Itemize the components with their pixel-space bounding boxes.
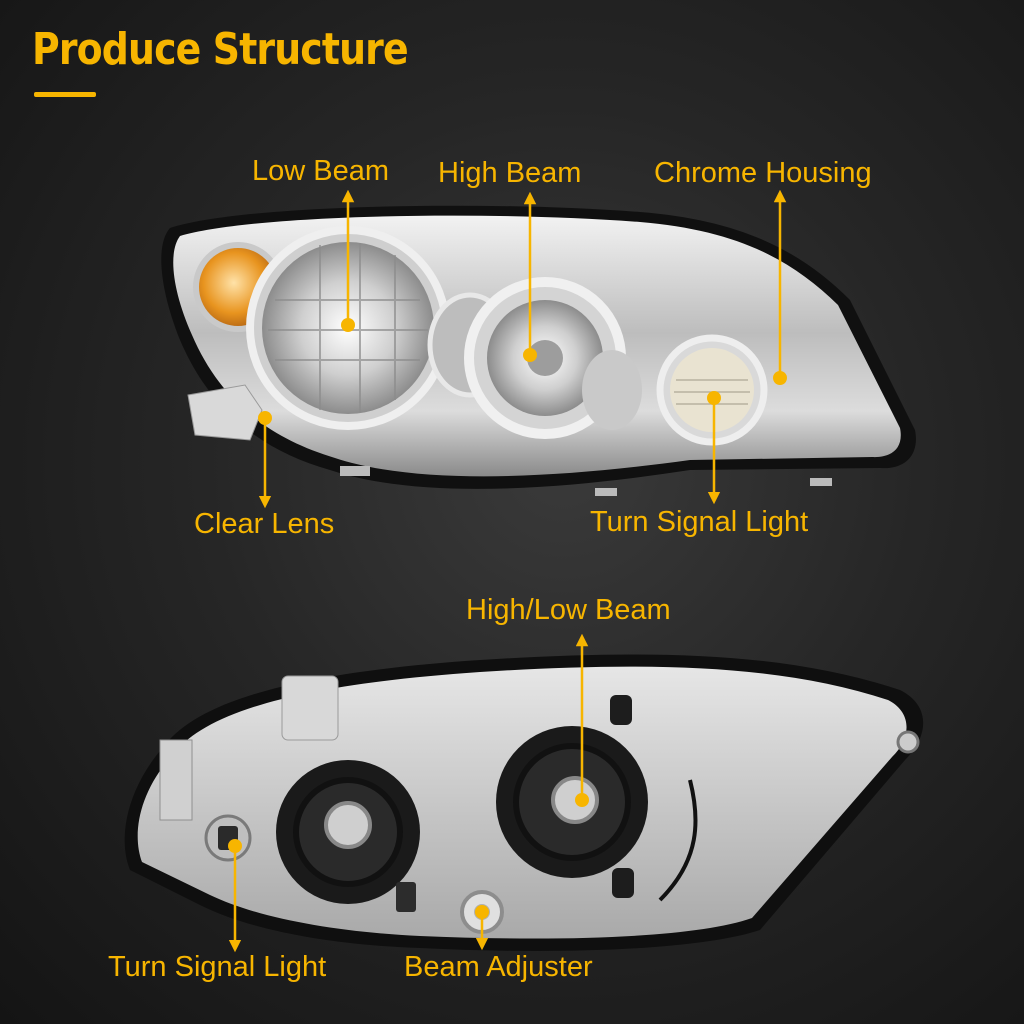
callouts	[228, 189, 787, 953]
low-beam-dot	[341, 318, 355, 332]
label-front-turn-signal: Turn Signal Light	[590, 506, 809, 538]
rear-turn-signal-dot	[228, 839, 242, 853]
label-beam-adjuster: Beam Adjuster	[404, 951, 593, 983]
label-low-beam: Low Beam	[252, 155, 390, 187]
label-rear-turn-signal: Turn Signal Light	[108, 951, 327, 983]
rear-headlight	[124, 654, 924, 951]
chrome-housing-dot	[773, 371, 787, 385]
label-high-low-beam: High/Low Beam	[466, 594, 671, 626]
page-title: Produce Structure	[32, 24, 409, 75]
label-chrome-housing: Chrome Housing	[654, 157, 872, 189]
front-turn-signal-dot	[707, 391, 721, 405]
front-headlight	[161, 205, 916, 496]
high-low-beam-dot	[575, 793, 589, 807]
high-beam-dot	[523, 348, 537, 362]
label-clear-lens: Clear Lens	[194, 508, 335, 540]
title-underline	[34, 92, 96, 97]
clear-lens-dot	[258, 411, 272, 425]
label-high-beam: High Beam	[438, 157, 582, 189]
beam-adjuster-dot	[475, 905, 489, 919]
